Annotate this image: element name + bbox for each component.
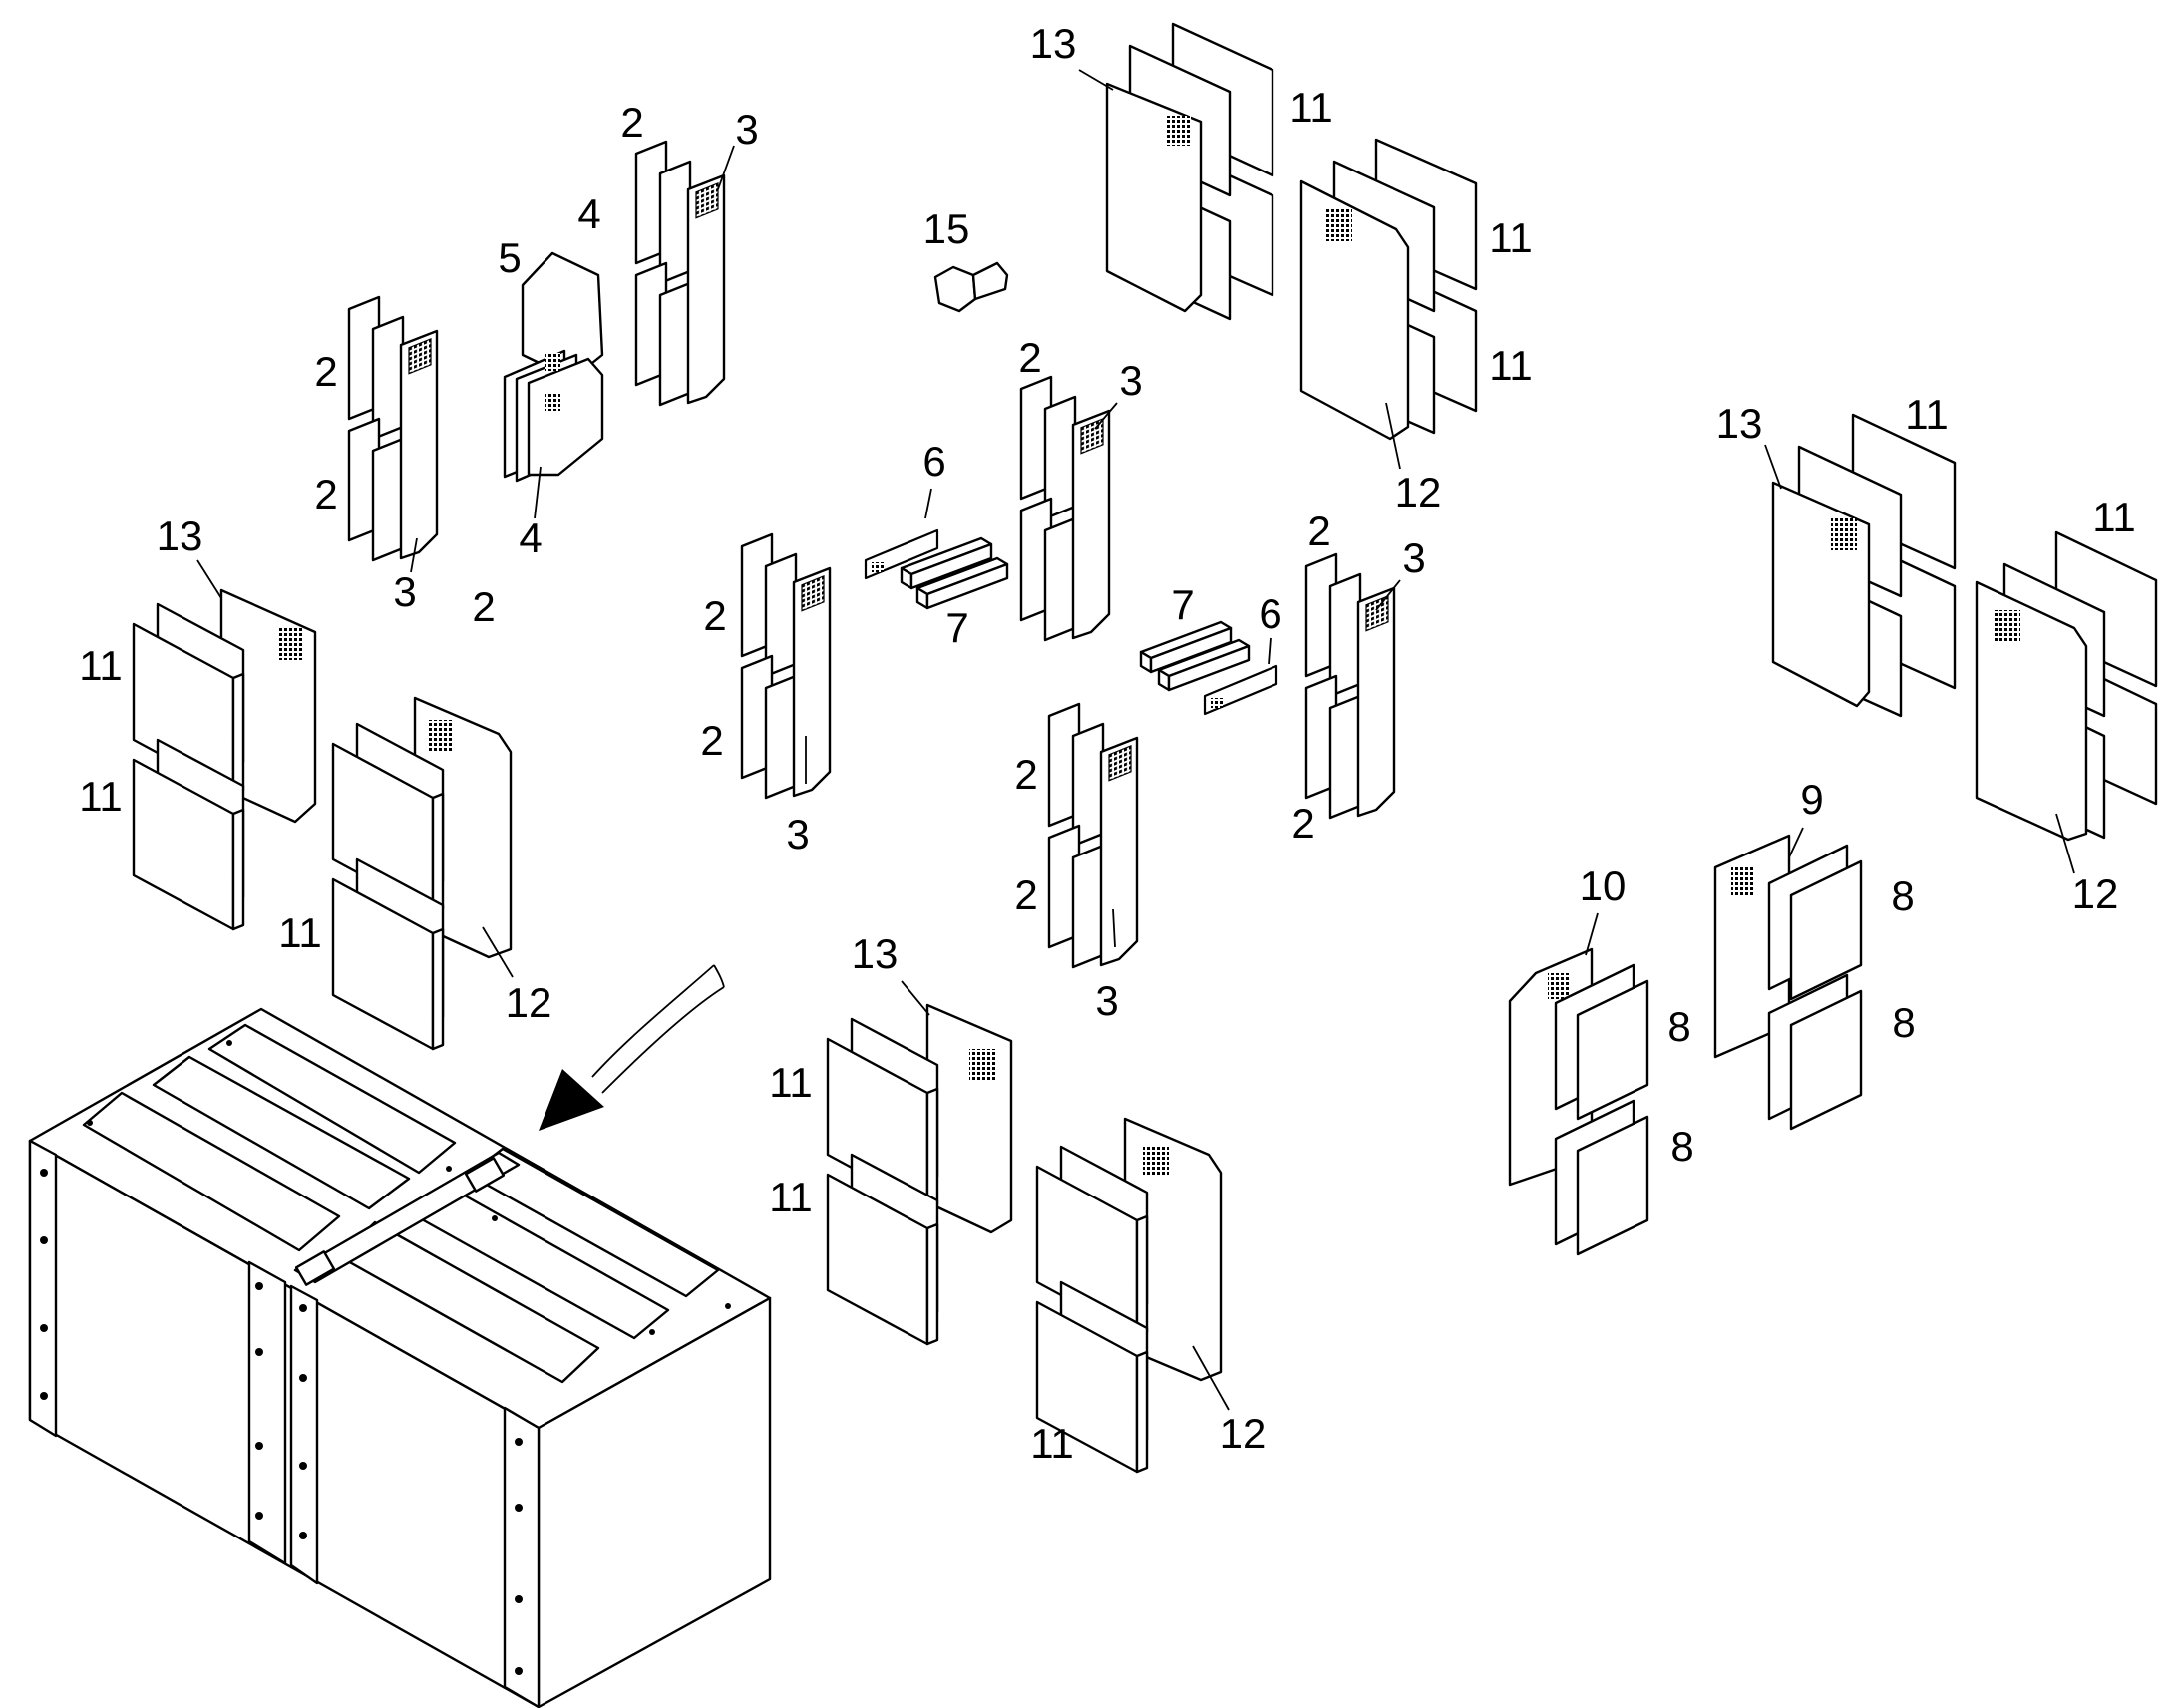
callout-label: 12 [2072, 870, 2119, 917]
callout-label: 15 [923, 205, 970, 252]
bars-and-tabs-right [1139, 620, 1278, 716]
callout-label: 5 [498, 234, 521, 281]
panel-set-2-3-center-lower [1047, 702, 1139, 969]
callout-label: 11 [1489, 342, 1533, 389]
panel-set-lower-13-11 [826, 980, 1013, 1346]
callout-label: 6 [922, 438, 945, 485]
callout-label: 7 [1171, 581, 1194, 628]
callout-label: 12 [1395, 469, 1442, 515]
callout-label: 11 [769, 1059, 813, 1106]
panel-set-2-3-center-left [740, 532, 832, 800]
panel-set-9-8 [1713, 827, 1863, 1131]
callout-label: 8 [1891, 872, 1914, 919]
callout-label: 2 [1291, 800, 1314, 847]
panel-set-lower-11-12 [1035, 1117, 1230, 1474]
panel-set-top-right [1078, 22, 1478, 470]
callout-label: 2 [472, 583, 495, 630]
callout-label: 13 [1030, 20, 1077, 67]
callout-label: 13 [1716, 400, 1763, 447]
callout-label: 13 [852, 930, 899, 977]
callout-label: 2 [620, 99, 643, 146]
callout-label: 2 [703, 592, 726, 639]
callout-label: 6 [1259, 590, 1281, 637]
panel-set-left-11-12 [331, 696, 514, 1051]
callout-label: 2 [1014, 871, 1037, 918]
callout-label: 8 [1892, 999, 1915, 1046]
cabinet-assembly [28, 1007, 772, 1708]
callout-label: 11 [79, 773, 123, 820]
callout-label: 2 [314, 348, 337, 395]
bars-and-tabs-left [864, 488, 1009, 610]
callout-label: 2 [314, 471, 337, 517]
callout-label: 2 [1307, 508, 1330, 554]
callout-label: 2 [1018, 334, 1041, 381]
callout-label: 7 [945, 604, 968, 651]
callout-label: 11 [1489, 214, 1533, 261]
callout-label: 11 [1905, 391, 1949, 438]
callout-label: 12 [506, 979, 552, 1026]
callout-label: 11 [79, 642, 123, 689]
callout-label: 2 [700, 717, 723, 764]
callout-label: 12 [1220, 1410, 1267, 1457]
callout-label: 8 [1667, 1003, 1690, 1050]
panel-set-left-13-11 [132, 559, 317, 931]
panel-set-2-3-upper [634, 140, 735, 407]
callout-label: 11 [1289, 84, 1333, 131]
panel-set-2-3-center-upper [1019, 375, 1118, 642]
callout-label: 11 [1030, 1420, 1074, 1467]
panel-set-10-8 [1508, 912, 1649, 1256]
callout-label: 3 [786, 811, 809, 857]
callout-label: 3 [393, 568, 416, 615]
panel-set-right-13-11-12 [1764, 413, 2158, 874]
callout-label: 3 [1402, 534, 1425, 581]
callout-label: 4 [519, 514, 542, 561]
callout-label: 8 [1670, 1123, 1693, 1170]
callout-label: 4 [577, 190, 600, 237]
callout-label: 13 [157, 512, 203, 559]
callout-label: 3 [735, 106, 758, 153]
callout-label: 9 [1800, 776, 1823, 823]
callout-label: 3 [1095, 977, 1118, 1024]
panel-set-2-3-left [347, 295, 439, 573]
callout-label: 10 [1580, 862, 1627, 909]
bolt-15 [933, 261, 1009, 313]
callout-label: 2 [1014, 751, 1037, 798]
panel-set-2-3-right [1304, 552, 1401, 820]
callout-label: 3 [1119, 357, 1142, 404]
callout-label: 11 [769, 1174, 813, 1220]
pointer-arrow-icon [539, 964, 725, 1131]
callout-label: 11 [278, 909, 322, 956]
callout-label: 11 [2092, 494, 2136, 540]
panel-set-4-5 [503, 251, 604, 519]
